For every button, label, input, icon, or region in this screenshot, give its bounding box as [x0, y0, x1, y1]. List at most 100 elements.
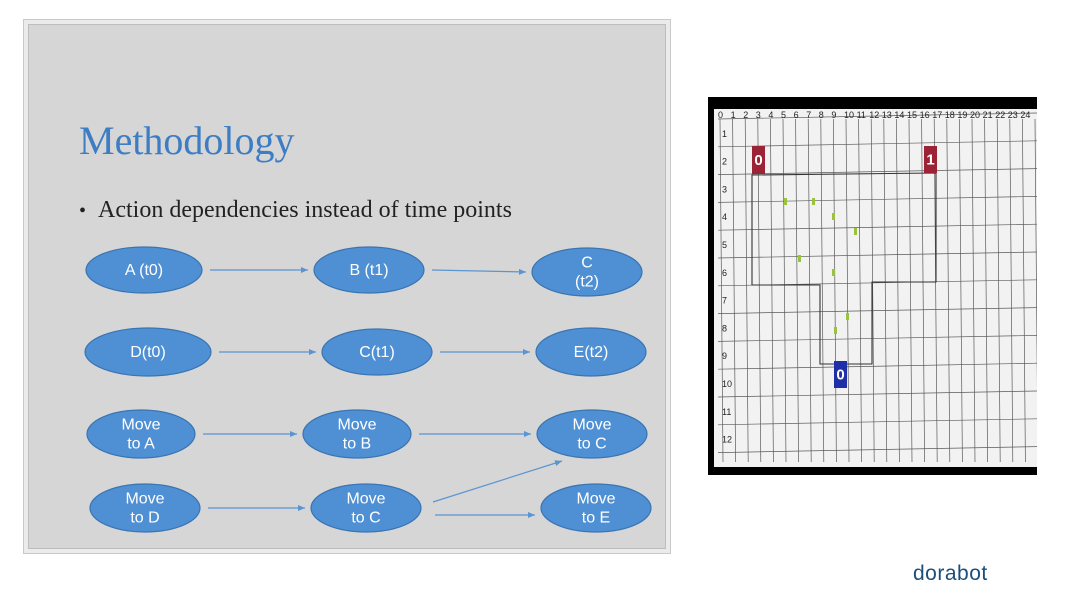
- node-label: to C: [577, 436, 606, 453]
- column-label: 16: [920, 110, 930, 120]
- row-label: 9: [722, 351, 727, 361]
- grid-line-vertical: [971, 118, 976, 463]
- column-label: 17: [932, 110, 942, 120]
- robot-marker: [924, 146, 937, 173]
- grid-line-horizontal: [717, 418, 1037, 426]
- grid-line-horizontal: [717, 362, 1037, 370]
- grid-line-horizontal: [717, 390, 1037, 398]
- column-label: 14: [894, 110, 904, 120]
- grid-line-vertical: [1034, 118, 1037, 388]
- grid-line-horizontal: [717, 168, 1037, 175]
- bullet-marker: •: [79, 200, 87, 222]
- row-label: 3: [722, 184, 727, 194]
- grid-line-horizontal: [717, 112, 1037, 120]
- node-shape: [313, 246, 425, 294]
- column-label: 20: [970, 110, 980, 120]
- row-label: 2: [722, 157, 727, 167]
- column-label: 5: [781, 110, 786, 120]
- node-shape: [321, 328, 433, 376]
- column-label: 10: [844, 110, 854, 120]
- grid-line-vertical: [870, 118, 875, 463]
- column-label: 12: [869, 110, 879, 120]
- node-shape: [86, 409, 196, 459]
- path-waypoint: [846, 313, 849, 320]
- robot-marker-label: 0: [836, 367, 844, 384]
- column-label: 21: [983, 110, 993, 120]
- path-waypoint: [854, 228, 857, 235]
- grid-line-horizontal: [717, 140, 1037, 148]
- row-label: 1: [722, 129, 727, 139]
- column-label: 18: [945, 110, 955, 120]
- grid-line-horizontal: [717, 223, 1037, 231]
- node-shape: [89, 483, 201, 533]
- grid-line-vertical: [833, 118, 837, 463]
- row-label: 11: [722, 407, 731, 417]
- row-label: 7: [722, 296, 727, 306]
- grid-line-vertical: [770, 118, 774, 463]
- node-label: to E: [582, 510, 610, 527]
- node-label: Move: [125, 491, 164, 508]
- column-label: 11: [857, 110, 866, 120]
- bullet-text: Action dependencies instead of time poin…: [98, 197, 512, 223]
- row-label: 12: [722, 435, 732, 445]
- column-label: 8: [819, 110, 824, 120]
- path-waypoint: [832, 269, 835, 276]
- path-waypoint: [834, 327, 837, 334]
- node-shape: [536, 409, 648, 459]
- grid-line-horizontal: [717, 307, 1037, 314]
- grid-line-vertical: [719, 118, 724, 463]
- node-label: to A: [127, 436, 155, 453]
- row-label: 8: [722, 323, 727, 333]
- node-d: D(t0): [84, 327, 212, 377]
- grid-line-vertical: [782, 118, 787, 463]
- column-label: 1: [731, 110, 736, 120]
- grid-background: [714, 109, 1037, 467]
- path-waypoint: [784, 198, 787, 205]
- grid-line-vertical: [757, 118, 762, 463]
- node-b: B (t1): [313, 246, 425, 294]
- robot-marker-label: 1: [926, 152, 934, 169]
- node-shape: [84, 327, 212, 377]
- node-label: D(t0): [130, 344, 166, 361]
- grid-line-vertical: [933, 118, 938, 463]
- node-shape: [310, 483, 422, 533]
- path-waypoint: [798, 255, 801, 262]
- grid-line-horizontal: [717, 335, 1037, 342]
- column-label: 3: [756, 110, 761, 120]
- workspace-outline: [751, 172, 937, 365]
- grid-line-vertical: [820, 118, 825, 463]
- column-label: 24: [1020, 110, 1030, 120]
- grid-line-horizontal: [717, 196, 1037, 203]
- robot-marker: [834, 361, 847, 388]
- node-label: (t2): [575, 274, 599, 291]
- column-label: 6: [794, 110, 799, 120]
- node-shape: [531, 247, 643, 297]
- node-c2: C(t1): [321, 328, 433, 376]
- node-e: E(t2): [535, 327, 647, 377]
- grid-line-vertical: [1022, 118, 1026, 463]
- node-label: B (t1): [349, 262, 388, 279]
- grid-line-horizontal: [717, 446, 1037, 453]
- grid-line-vertical: [908, 118, 913, 463]
- row-label: 5: [722, 240, 727, 250]
- grid-line-vertical: [795, 118, 799, 463]
- column-label: 13: [882, 110, 892, 120]
- bullet-item: • Action dependencies instead of time poi…: [79, 197, 512, 224]
- path-waypoint: [832, 213, 835, 220]
- robot-marker-label: 0: [754, 152, 762, 169]
- grid-line-vertical: [996, 118, 1001, 463]
- grid-line-vertical: [946, 118, 951, 463]
- grid-line-horizontal: [717, 251, 1037, 259]
- column-label: 22: [995, 110, 1005, 120]
- column-label: 15: [907, 110, 917, 120]
- dorabot-logo: dorabot: [913, 562, 988, 585]
- node-label: C: [581, 255, 593, 272]
- grid-line-vertical: [1009, 118, 1014, 463]
- node-shape: [85, 246, 203, 294]
- node-label: A (t0): [125, 262, 163, 279]
- grid-line-vertical: [744, 118, 749, 463]
